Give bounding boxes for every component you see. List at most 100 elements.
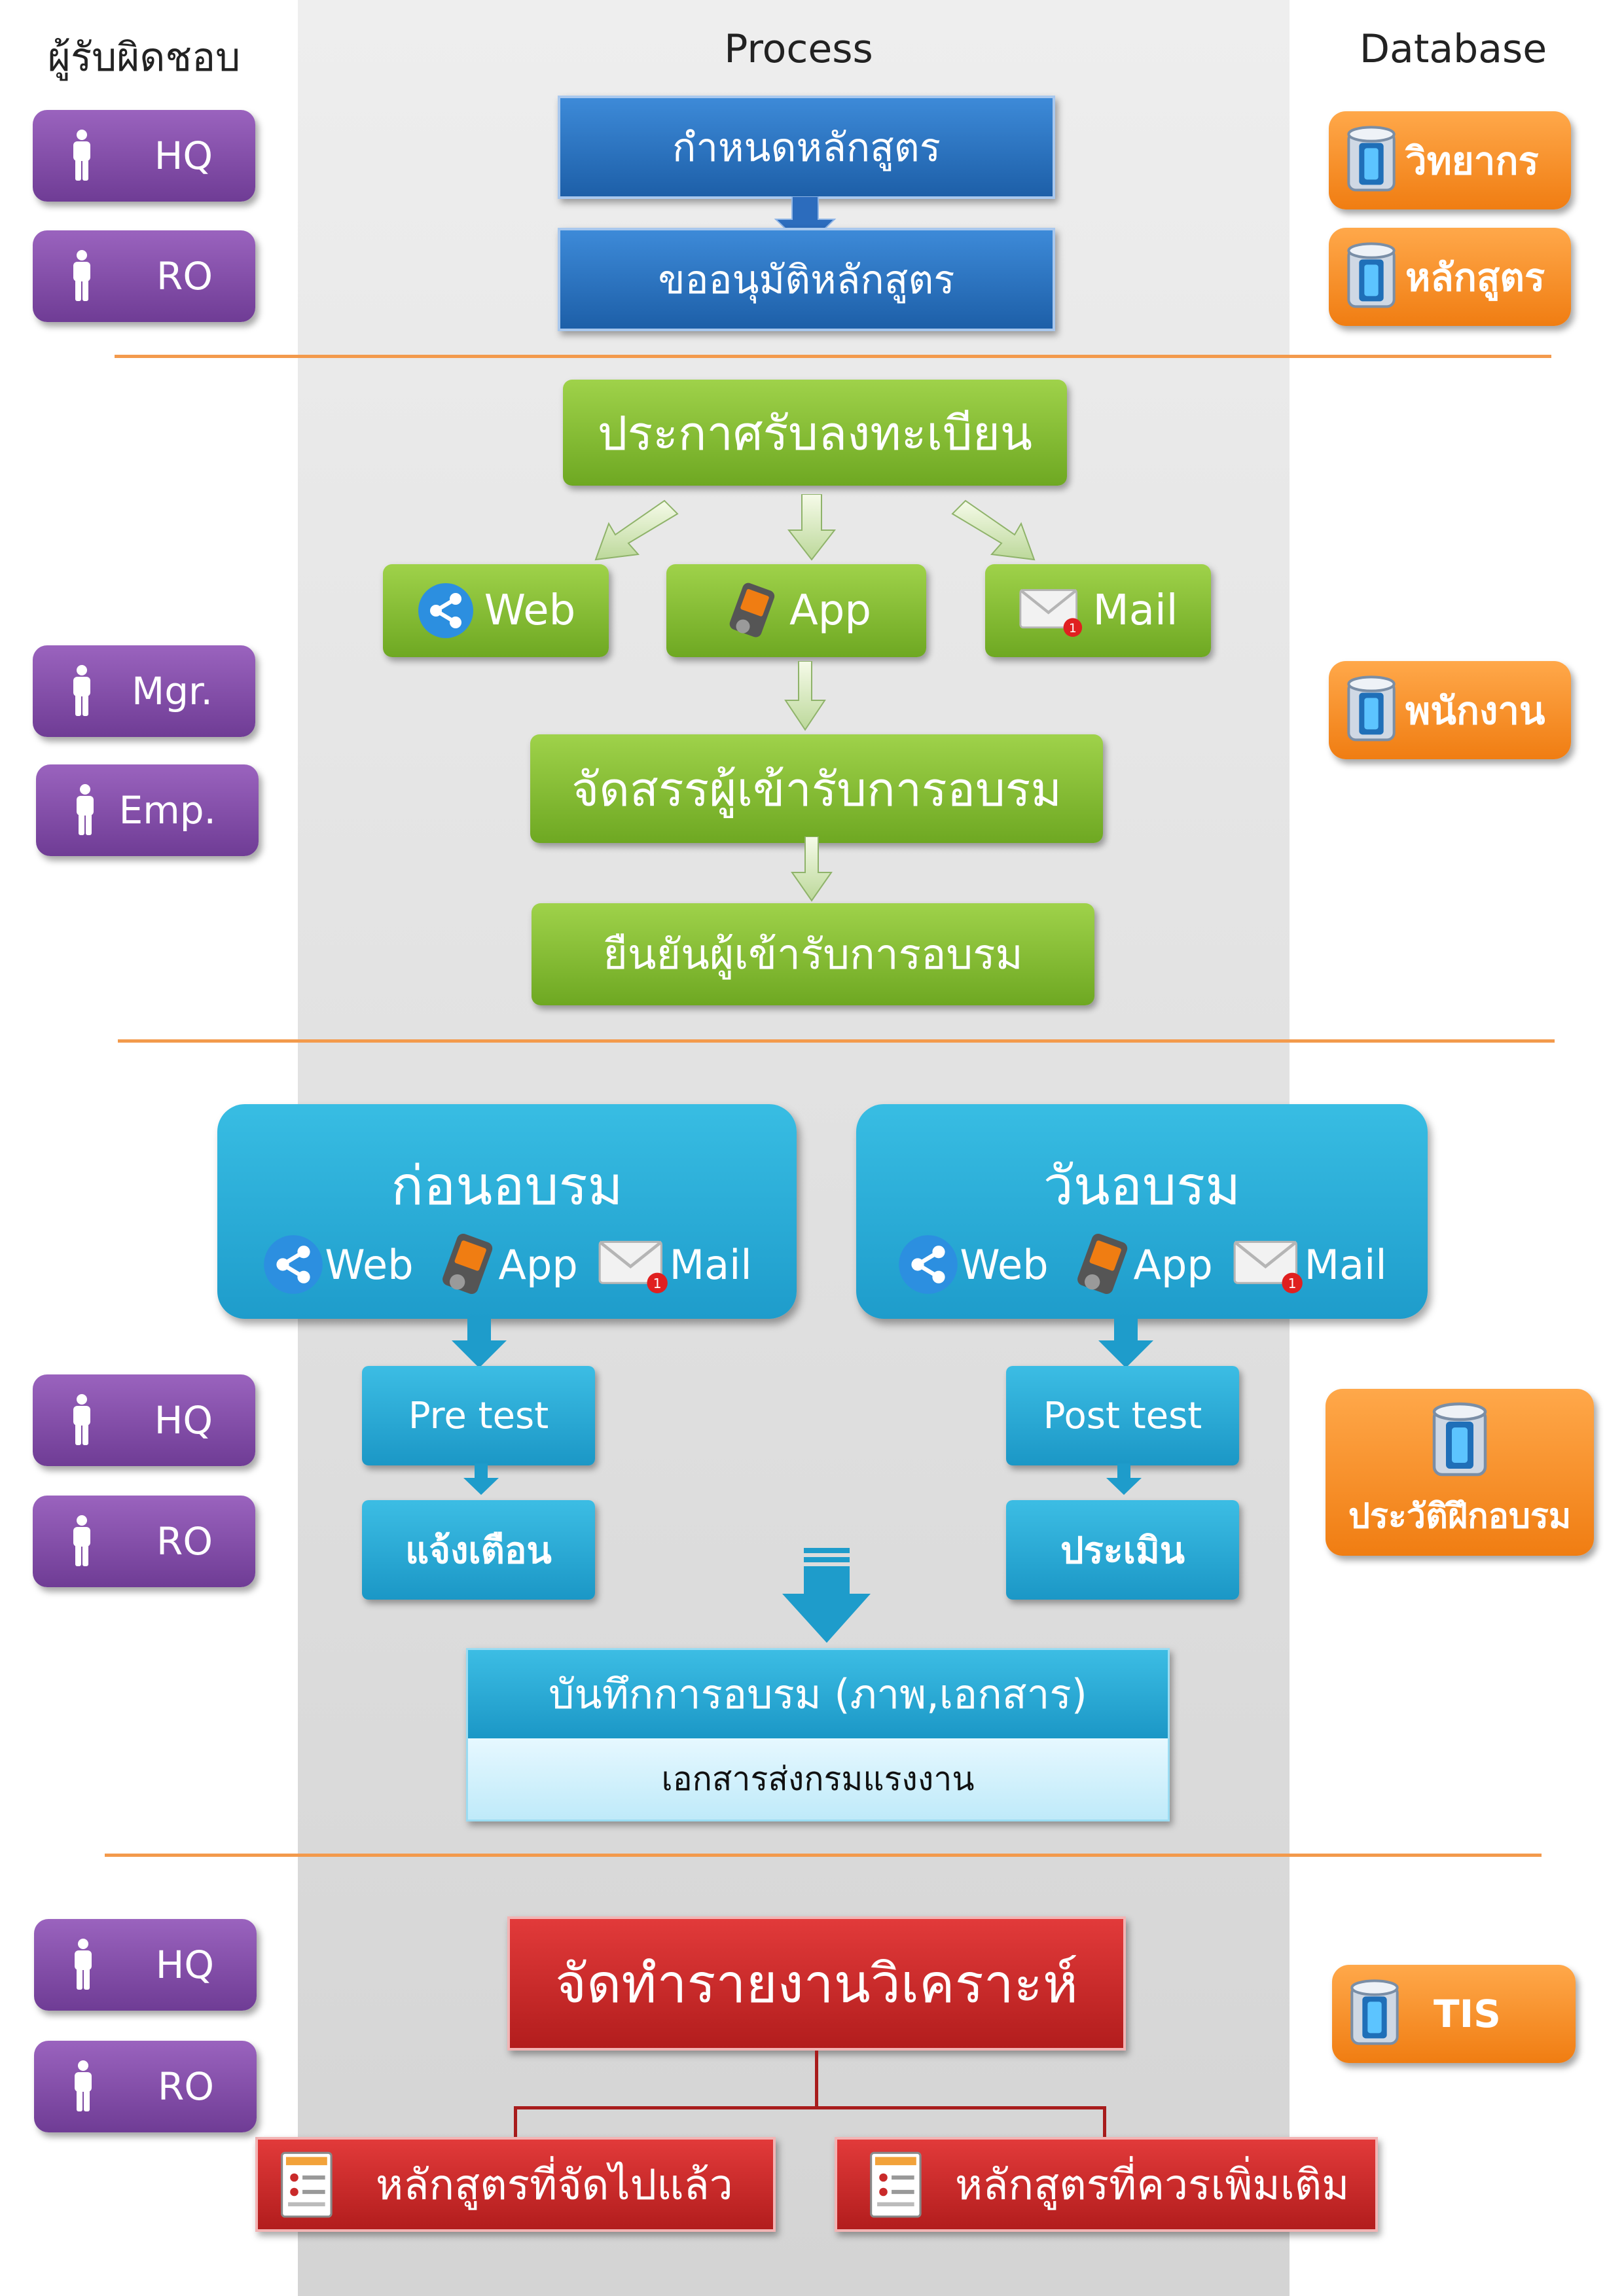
output-label: หลักสูตรที่ควรเพิ่มเติม	[955, 2161, 1350, 2210]
mail-icon	[1233, 1233, 1305, 1296]
record-training-box: บันทึกการอบรม (ภาพ,เอกสาร) เอกสารส่งกรมแ…	[466, 1648, 1170, 1821]
output-additional-courses: หลักสูตรที่ควรเพิ่มเติม	[835, 2137, 1378, 2232]
share-icon	[416, 581, 475, 640]
down-arrow	[463, 1463, 499, 1495]
section-divider	[105, 1854, 1542, 1857]
channel-label: Web	[325, 1240, 414, 1289]
db-courses: หลักสูตร	[1329, 228, 1571, 326]
step-notify: แจ้งเตือน	[362, 1500, 595, 1600]
channel-web: Web	[383, 564, 609, 657]
role-label: Emp.	[118, 788, 216, 833]
connector-line	[1103, 2106, 1106, 2139]
panel-channels: Web App Mail	[217, 1232, 797, 1297]
db-training-history: ประวัติฝึกอบรม	[1326, 1389, 1594, 1556]
person-icon	[72, 778, 98, 843]
db-label: ประวัติฝึกอบรม	[1348, 1497, 1572, 1536]
panel-before-training: ก่อนอบรม Web App Mail	[217, 1104, 797, 1319]
database-icon	[1345, 124, 1398, 196]
db-label: TIS	[1434, 1992, 1501, 2036]
role-label: RO	[156, 254, 213, 298]
connector-line	[514, 2106, 517, 2139]
branch-arrows	[594, 494, 1036, 561]
panel-training-day: วันอบรม Web App Mail	[856, 1104, 1428, 1319]
down-arrow	[1098, 1316, 1153, 1368]
mail-icon	[598, 1233, 670, 1296]
role-label: HQ	[154, 134, 213, 178]
role-ro: RO	[33, 1496, 255, 1587]
db-label: หลักสูตร	[1405, 255, 1545, 300]
database-icon	[1430, 1402, 1489, 1480]
channel-mail: Mail	[1233, 1233, 1387, 1296]
mail-icon	[1019, 581, 1084, 640]
channel-label: Mail	[1304, 1240, 1387, 1289]
role-label: Mgr.	[132, 669, 213, 713]
process-header: Process	[724, 26, 873, 72]
person-icon	[69, 123, 95, 188]
report-icon	[278, 2149, 340, 2221]
db-speakers: วิทยากร	[1329, 111, 1571, 209]
step-pre-test: Pre test	[362, 1366, 595, 1465]
step-allocate-trainees: จัดสรรผู้เข้ารับการอบรม	[530, 734, 1103, 843]
down-arrow	[1106, 1463, 1142, 1495]
report-icon	[867, 2149, 929, 2221]
step-define-course: กำหนดหลักสูตร	[558, 96, 1055, 199]
step-evaluate: ประเมิน	[1006, 1500, 1239, 1600]
role-emp: Emp.	[36, 764, 259, 856]
database-icon	[1345, 241, 1398, 313]
role-ro: RO	[33, 230, 255, 322]
channel-label: App	[498, 1240, 578, 1289]
channel-mail: Mail	[985, 564, 1211, 657]
database-header: Database	[1359, 26, 1547, 72]
db-label: พนักงาน	[1405, 688, 1545, 733]
mobile-app-icon	[1068, 1232, 1134, 1297]
role-hq: HQ	[34, 1919, 257, 2011]
channel-label: App	[789, 586, 872, 635]
role-label: HQ	[154, 1398, 213, 1443]
person-icon	[70, 2054, 96, 2119]
person-icon	[69, 1509, 95, 1574]
panel-title: วันอบรม	[1043, 1155, 1241, 1217]
role-hq: HQ	[33, 1374, 255, 1466]
person-icon	[70, 1932, 96, 1998]
panel-title: ก่อนอบรม	[391, 1155, 623, 1217]
role-label: RO	[158, 2064, 214, 2109]
connector-line	[514, 2106, 1106, 2109]
down-arrow	[782, 1548, 871, 1643]
channel-label: Web	[484, 586, 576, 635]
db-label: วิทยากร	[1405, 138, 1539, 183]
channel-label: Mail	[669, 1240, 752, 1289]
channel-label: App	[1133, 1240, 1213, 1289]
step-analysis-report: จัดทำรายงานวิเคราะห์	[507, 1916, 1126, 2051]
step-confirm-trainees: ยืนยันผู้เข้ารับการอบรม	[532, 903, 1094, 1005]
channel-app: App	[1068, 1232, 1213, 1297]
section-divider	[115, 355, 1551, 358]
person-icon	[69, 243, 95, 309]
person-icon	[69, 1388, 95, 1453]
role-label: RO	[156, 1519, 213, 1564]
share-icon	[262, 1233, 325, 1296]
role-label: HQ	[155, 1943, 214, 1987]
down-arrow	[791, 836, 833, 902]
db-tis: TIS	[1332, 1965, 1576, 2063]
person-icon	[69, 658, 95, 724]
step-post-test: Post test	[1006, 1366, 1239, 1465]
mobile-app-icon	[433, 1232, 499, 1297]
responsible-header: ผู้รับผิดชอบ	[47, 35, 241, 81]
share-icon	[897, 1233, 960, 1296]
channel-web: Web	[262, 1233, 414, 1296]
down-arrow	[784, 661, 826, 731]
down-arrow	[452, 1316, 507, 1368]
step-announce-registration: ประกาศรับลงทะเบียน	[563, 380, 1067, 486]
record-subtitle: เอกสารส่งกรมแรงงาน	[468, 1738, 1168, 1820]
role-mgr: Mgr.	[33, 645, 255, 737]
role-ro: RO	[34, 2041, 257, 2132]
step-approve-course: ขออนุมัติหลักสูตร	[558, 228, 1055, 331]
connector-line	[815, 2051, 818, 2108]
channel-app: App	[433, 1232, 578, 1297]
output-completed-courses: หลักสูตรที่จัดไปแล้ว	[255, 2137, 776, 2232]
db-employees: พนักงาน	[1329, 661, 1571, 759]
output-label: หลักสูตรที่จัดไปแล้ว	[376, 2161, 733, 2210]
panel-channels: Web App Mail	[856, 1232, 1428, 1297]
record-title: บันทึกการอบรม (ภาพ,เอกสาร)	[468, 1650, 1168, 1738]
channel-web: Web	[897, 1233, 1049, 1296]
